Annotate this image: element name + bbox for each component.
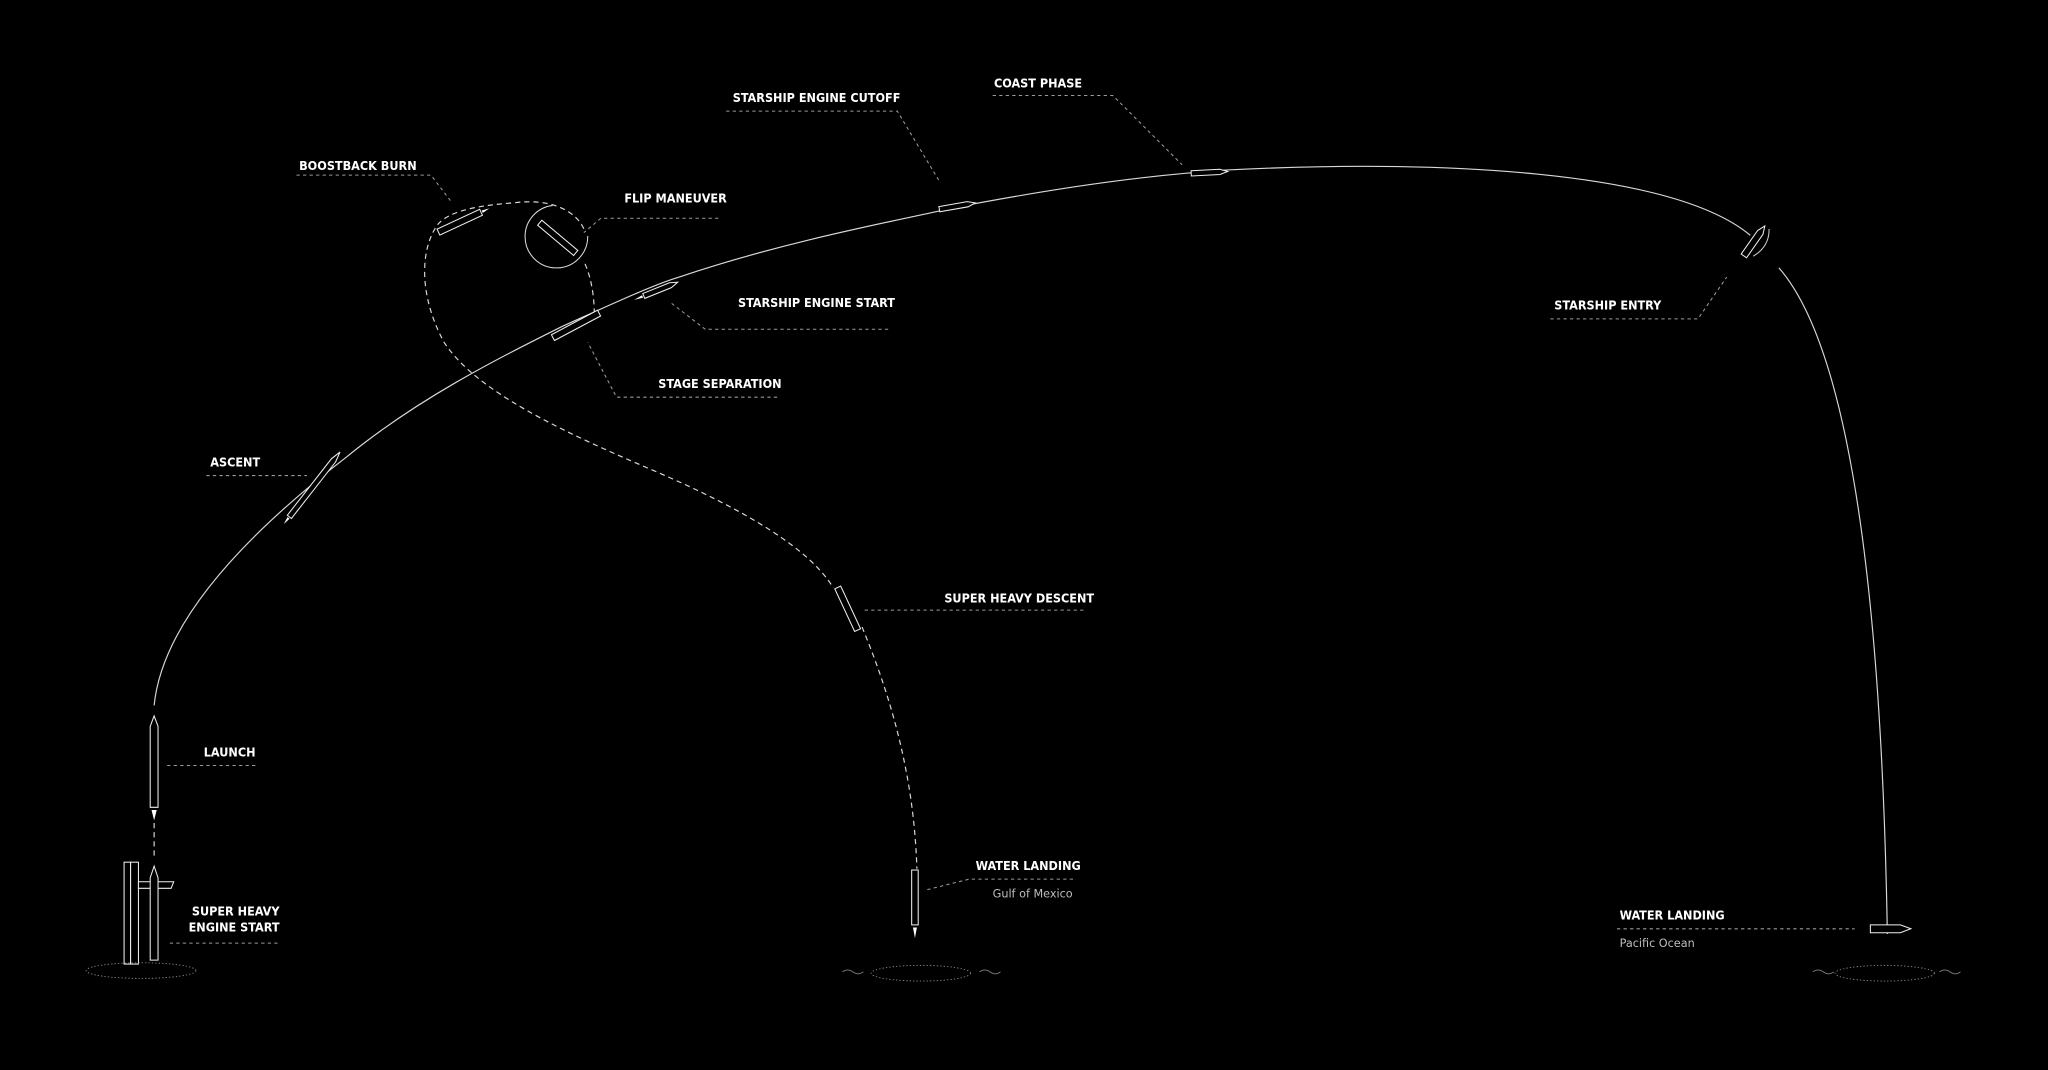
- label-stage-separation: STAGE SEPARATION: [658, 376, 781, 391]
- engine-start-leader: [671, 302, 889, 330]
- label-pacific-ocean: Pacific Ocean: [1620, 937, 1695, 950]
- coast-leader: [992, 94, 1183, 166]
- starship-trajectory: [153, 165, 1888, 935]
- label-starship-engine-start: STARSHIP ENGINE START: [738, 295, 895, 310]
- label-boostback-burn: BOOSTBACK BURN: [299, 158, 417, 173]
- launch-rocket-icon: [149, 714, 159, 821]
- entry-starship-icon: [1740, 224, 1770, 259]
- stage-sep-leader: [587, 342, 778, 398]
- launch-tower-icon: [85, 861, 197, 979]
- descent-booster-icon: [834, 585, 862, 633]
- coast-starship-icon: [1190, 168, 1230, 177]
- label-super-heavy-engine-start-line1: SUPER HEAVY: [192, 904, 280, 919]
- flip-maneuver-circle: [524, 204, 589, 269]
- flip-booster-icon: [536, 219, 579, 257]
- label-super-heavy-descent: SUPER HEAVY DESCENT: [944, 590, 1094, 605]
- stage-separation-booster-icon: [550, 309, 602, 342]
- label-gulf-of-mexico: Gulf of Mexico: [993, 887, 1073, 900]
- label-ascent: ASCENT: [210, 454, 260, 469]
- label-water-landing-pacific: WATER LANDING: [1620, 908, 1725, 923]
- gulf-landing-leader: [927, 878, 1074, 891]
- label-launch: LAUNCH: [204, 744, 256, 759]
- cutoff-starship-icon: [938, 201, 977, 213]
- starship-engine-start-icon: [634, 281, 680, 300]
- label-starship-engine-cutoff: STARSHIP ENGINE CUTOFF: [733, 90, 901, 105]
- boostback-leader: [296, 174, 453, 203]
- label-flip-maneuver: FLIP MANEUVER: [624, 191, 727, 206]
- booster-trajectory: [424, 201, 918, 869]
- label-starship-entry: STARSHIP ENTRY: [1554, 298, 1662, 313]
- label-water-landing-gulf: WATER LANDING: [976, 858, 1081, 873]
- flip-leader: [583, 217, 719, 234]
- cutoff-leader: [726, 110, 941, 184]
- label-coast-phase: COAST PHASE: [994, 76, 1082, 91]
- ascent-rocket-icon: [283, 451, 341, 525]
- gulf-landing-booster-icon: [842, 869, 1001, 982]
- boostback-booster-icon: [436, 208, 490, 236]
- pacific-landing-starship-icon: [1812, 924, 1961, 982]
- label-super-heavy-engine-start-line2: ENGINE START: [189, 919, 280, 934]
